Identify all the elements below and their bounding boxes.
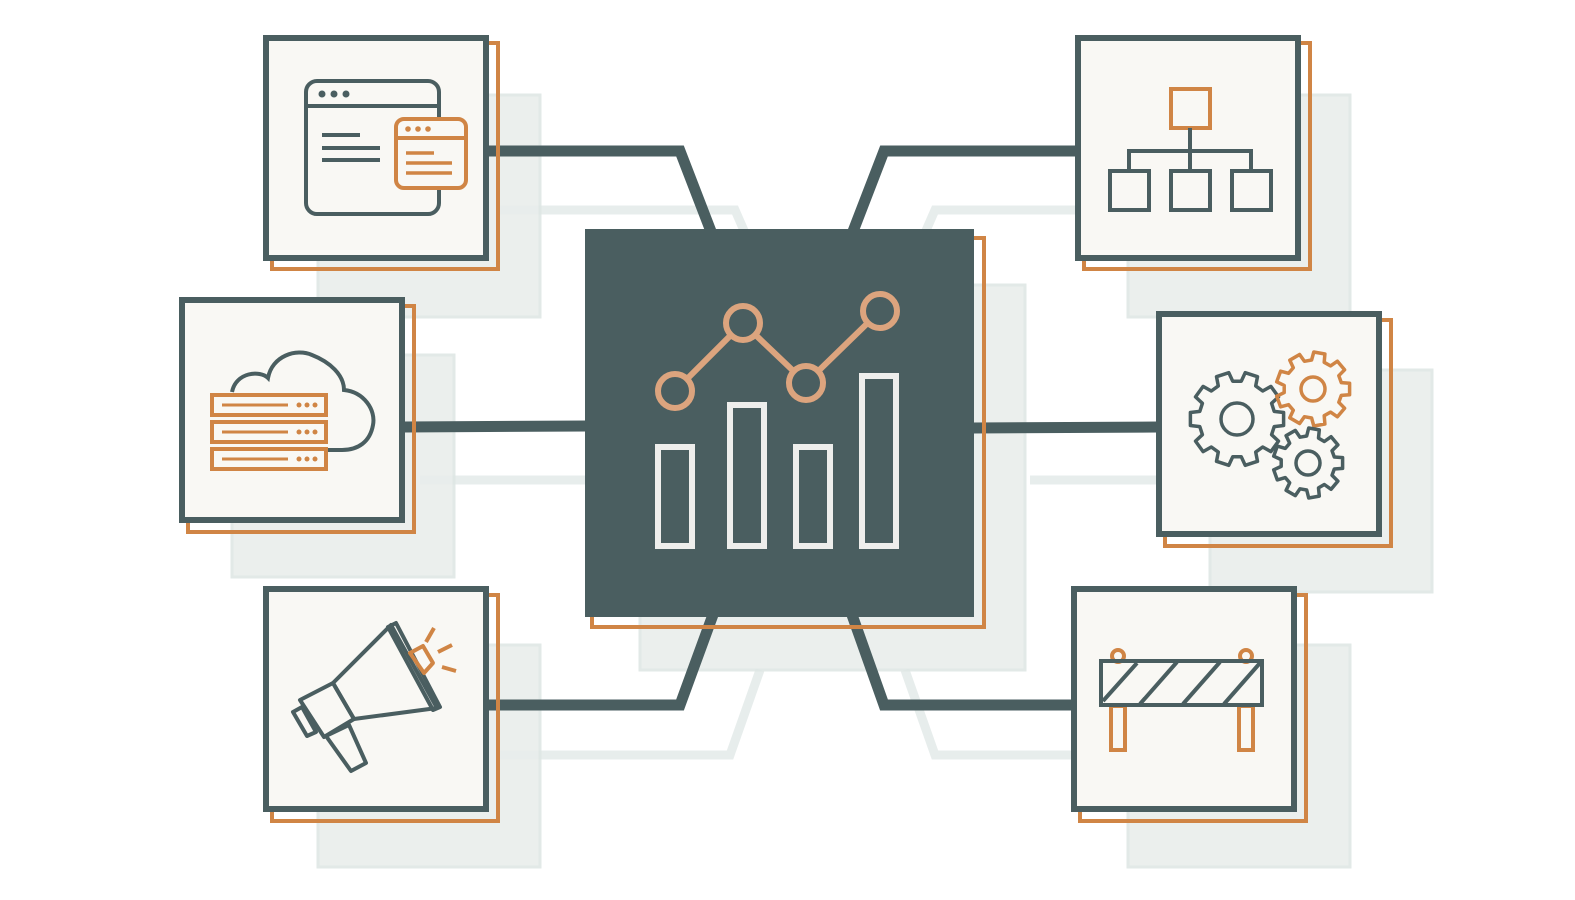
connector-lines: [403, 145, 1159, 711]
browser-windows-icon: [304, 79, 468, 216]
barrier-icon: [1099, 648, 1264, 752]
connector-top-right: [846, 145, 1078, 236]
hub-card: [585, 229, 986, 629]
trend-point-4: [860, 291, 900, 331]
node-web-windows: [263, 35, 500, 271]
cloud-server-icon: [210, 350, 376, 471]
connector-middle-right: [971, 421, 1159, 434]
shadow-connector: [500, 668, 765, 760]
chart-bar-2: [727, 402, 767, 549]
node-roadblock: [1071, 586, 1308, 823]
node-marketing: [263, 586, 500, 823]
megaphone-icon: [291, 621, 457, 773]
node-settings: [1156, 311, 1393, 548]
node-cloud-servers: [179, 297, 416, 534]
chart-bar-3: [793, 444, 833, 549]
trend-point-1: [655, 371, 695, 411]
chart-bar-1: [655, 444, 695, 549]
card-frame: [1071, 586, 1297, 812]
hub-panel: [585, 229, 974, 617]
node-hierarchy: [1075, 35, 1312, 271]
analytics-chart-icon: [655, 291, 900, 549]
chart-bar-4: [859, 373, 899, 549]
trend-point-2: [723, 303, 763, 343]
connector-bottom-left: [488, 610, 720, 711]
gears-icon: [1188, 350, 1352, 500]
trend-point-3: [786, 363, 826, 403]
connector-bottom-right: [845, 610, 1076, 711]
card-frame: [1156, 311, 1382, 537]
connector-top-left: [488, 145, 718, 236]
org-hierarchy-icon: [1108, 87, 1273, 212]
shadow-connector: [900, 668, 1120, 760]
connector-middle-left: [403, 420, 589, 433]
trend-line: [672, 308, 883, 394]
